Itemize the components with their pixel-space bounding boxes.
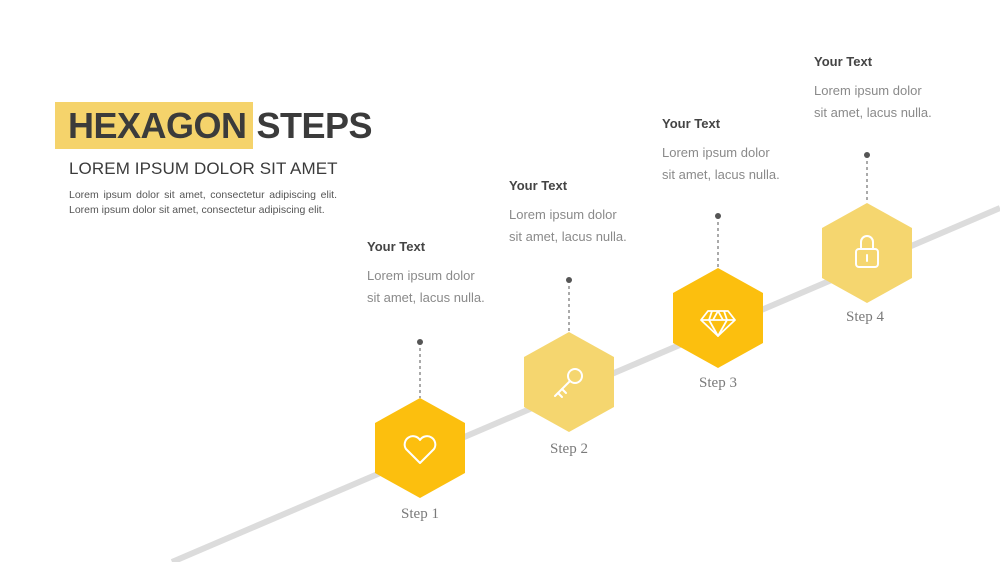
step-4-description: Lorem ipsum dolor sit amet, lacus nulla. bbox=[814, 80, 964, 124]
step-1-dot bbox=[417, 339, 423, 345]
step-1-desc-line-2: sit amet, lacus nulla. bbox=[367, 290, 485, 305]
step-2-label: Step 2 bbox=[550, 441, 588, 457]
step-4-label: Step 4 bbox=[846, 309, 884, 325]
step-3-hexagon[interactable] bbox=[673, 268, 763, 368]
step-3-label: Step 3 bbox=[699, 375, 737, 391]
title-rest: STEPS bbox=[256, 104, 373, 146]
step-1-heading: Your Text bbox=[367, 239, 426, 254]
step-2-dot bbox=[566, 277, 572, 283]
step-3-description: Lorem ipsum dolor sit amet, lacus nulla. bbox=[662, 142, 812, 186]
step-3-desc-line-2: sit amet, lacus nulla. bbox=[662, 167, 780, 182]
step-3-dot bbox=[715, 213, 721, 219]
step-1-hexagon[interactable] bbox=[375, 398, 465, 498]
step-2-heading: Your Text bbox=[509, 178, 568, 193]
page-subtitle: LOREM IPSUM DOLOR SIT AMET bbox=[69, 159, 338, 178]
step-2-desc-line-1: Lorem ipsum dolor bbox=[509, 207, 617, 222]
page-title: HEXAGON STEPS bbox=[55, 101, 373, 149]
step-1-desc-line-1: Lorem ipsum dolor bbox=[367, 268, 475, 283]
step-1-description: Lorem ipsum dolor sit amet, lacus nulla. bbox=[367, 265, 517, 309]
title-highlight: HEXAGON bbox=[55, 101, 253, 149]
step-4-desc-line-1: Lorem ipsum dolor bbox=[814, 83, 922, 98]
step-4-dot bbox=[864, 152, 870, 158]
lock-icon bbox=[855, 235, 879, 268]
step-4-heading: Your Text bbox=[814, 54, 873, 69]
intro-paragraph: Lorem ipsum dolor sit amet, consectetur … bbox=[69, 189, 337, 216]
heart-icon bbox=[403, 435, 437, 464]
step-3-desc-line-1: Lorem ipsum dolor bbox=[662, 145, 770, 160]
step-4-hexagon[interactable] bbox=[822, 203, 912, 303]
step-3-heading: Your Text bbox=[662, 116, 721, 131]
step-1-label: Step 1 bbox=[401, 506, 439, 522]
diamond-icon bbox=[700, 310, 736, 337]
key-icon bbox=[554, 368, 583, 398]
step-2-description: Lorem ipsum dolor sit amet, lacus nulla. bbox=[509, 204, 659, 248]
step-2-desc-line-2: sit amet, lacus nulla. bbox=[509, 229, 627, 244]
step-4-desc-line-2: sit amet, lacus nulla. bbox=[814, 105, 932, 120]
